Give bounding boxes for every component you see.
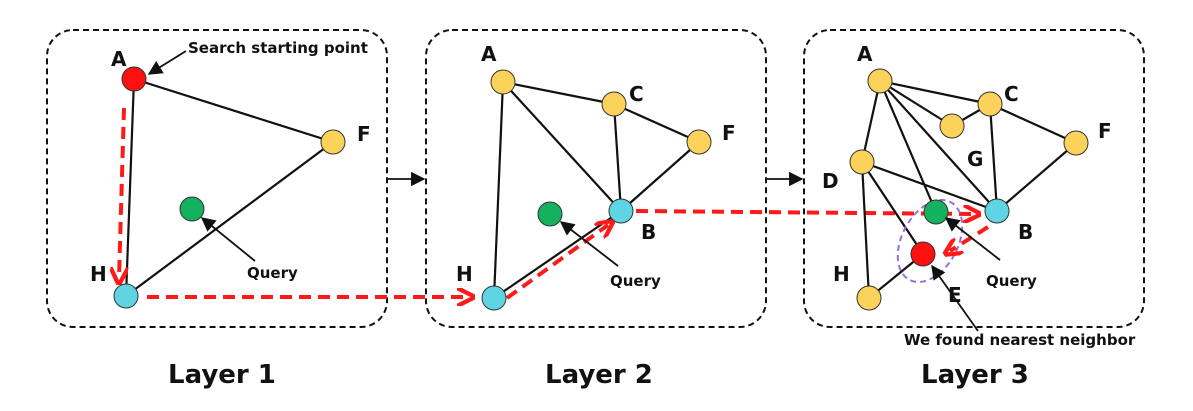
node-e — [910, 241, 936, 267]
edge — [502, 80, 615, 106]
edge — [879, 80, 998, 212]
node-label-c: C — [1004, 82, 1019, 106]
annotation-query: Query — [247, 264, 298, 282]
edge — [502, 81, 622, 212]
node-a — [121, 66, 147, 92]
edge — [861, 160, 998, 213]
node-unlabeled — [939, 113, 965, 139]
edge — [879, 80, 953, 127]
node-label-h: H — [833, 262, 850, 286]
node-f — [320, 129, 346, 155]
node-label-g: G — [967, 147, 983, 171]
edge — [988, 103, 999, 212]
edge — [125, 141, 334, 297]
node-label-h: H — [456, 262, 473, 286]
layer-2-title: Layer 2 — [545, 360, 653, 390]
layer-3-panel — [803, 29, 1145, 328]
node-b — [608, 198, 634, 224]
node-d — [849, 149, 875, 175]
node-label-b: B — [1018, 220, 1033, 244]
node-a — [867, 68, 893, 94]
node-label-b: B — [641, 220, 656, 244]
node-c — [601, 91, 627, 117]
query-node — [179, 196, 205, 222]
annotation-arrow — [200, 217, 256, 262]
node-f — [1063, 130, 1089, 156]
node-label-f: F — [357, 122, 371, 146]
layer-1-title: Layer 1 — [168, 360, 276, 390]
node-label-e: E — [948, 283, 962, 307]
layer-2-graph: A C F B H Query Layer 2 — [456, 42, 974, 390]
search-path-segment — [505, 225, 608, 300]
edge — [861, 161, 924, 255]
node-h — [856, 285, 882, 311]
node-label-a: A — [481, 42, 497, 66]
edge — [613, 102, 700, 144]
query-node — [537, 201, 563, 227]
edge — [492, 81, 505, 299]
annotation-arrow — [944, 217, 1001, 261]
annotation-search-start: Search starting point — [188, 39, 368, 57]
node-label-f: F — [1098, 119, 1112, 143]
edge — [879, 79, 991, 106]
node-label-a: A — [111, 47, 127, 71]
node-a — [490, 69, 516, 95]
layer-2-panel — [425, 29, 767, 328]
edge — [612, 103, 623, 212]
node-c — [977, 91, 1003, 117]
layer-3-title: Layer 3 — [921, 360, 1029, 390]
annotation-nearest-neighbor: We found nearest neighbor — [904, 331, 1136, 349]
query-node — [923, 199, 949, 225]
search-path-segment — [119, 107, 124, 278]
node-label-c: C — [629, 82, 644, 106]
node-label-d: D — [822, 169, 839, 193]
node-label-f: F — [722, 121, 736, 145]
annotation-query: Query — [610, 272, 661, 290]
edge — [860, 161, 871, 299]
node-f — [686, 129, 712, 155]
edge — [133, 77, 334, 144]
layer-3-graph: A C F G D B H E Query We found nearest n… — [822, 42, 1136, 390]
annotation-arrow — [559, 221, 619, 267]
edge — [620, 141, 700, 212]
annotation-arrow — [147, 50, 187, 75]
layer-1-graph: A F H Search starting point Query Layer … — [90, 39, 468, 390]
annotation-arrow — [931, 264, 979, 332]
edge — [878, 80, 938, 213]
edge — [996, 142, 1077, 212]
search-path-segment — [950, 225, 990, 251]
edge — [124, 78, 136, 297]
node-label-h: H — [90, 262, 107, 286]
edge — [860, 80, 882, 163]
node-h — [481, 285, 507, 311]
node-h — [113, 283, 139, 309]
node-b — [984, 198, 1010, 224]
node-label-a: A — [857, 42, 873, 66]
annotation-query: Query — [986, 272, 1037, 290]
edge — [989, 102, 1077, 145]
